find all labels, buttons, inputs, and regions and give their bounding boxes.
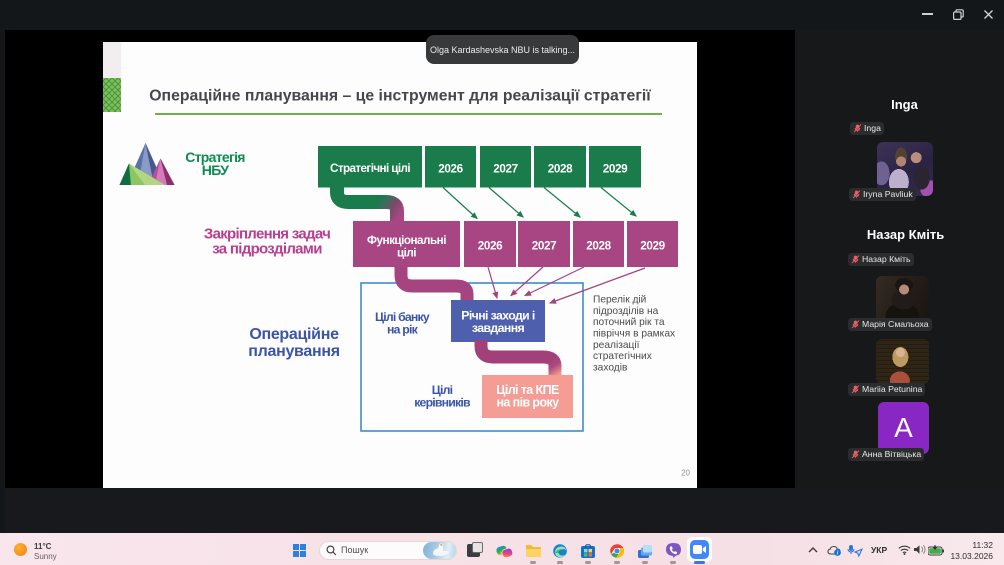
svg-text:керівників: керівників <box>414 396 471 410</box>
svg-text:Операційне: Операційне <box>249 326 339 343</box>
svg-text:НБУ: НБУ <box>202 162 229 178</box>
svg-text:підрозділів на: підрозділів на <box>593 306 659 317</box>
svg-text:Річні заходи і: Річні заходи і <box>461 309 535 323</box>
svg-text:Закріплення задач: Закріплення задач <box>204 226 330 243</box>
svg-text:2026: 2026 <box>478 240 503 253</box>
svg-text:на пів року: на пів року <box>496 396 559 410</box>
svg-text:Цілі: Цілі <box>432 383 453 397</box>
svg-text:2027: 2027 <box>493 162 518 175</box>
svg-text:2029: 2029 <box>603 162 628 175</box>
svg-text:20: 20 <box>681 469 690 478</box>
svg-text:Цілі та КПЕ: Цілі та КПЕ <box>496 383 559 397</box>
svg-text:поточний рік та: поточний рік та <box>593 317 665 328</box>
svg-text:2026: 2026 <box>438 162 463 175</box>
svg-text:за підрозділами: за підрозділами <box>212 241 322 258</box>
svg-text:планування: планування <box>248 343 339 360</box>
svg-text:півріччя в рамках: півріччя в рамках <box>593 329 675 340</box>
svg-text:реалізації: реалізації <box>593 340 640 351</box>
svg-text:Стратегія: Стратегія <box>185 149 245 165</box>
svg-text:Операційне планування – це інс: Операційне планування – це інструмент дл… <box>149 88 651 105</box>
svg-text:2027: 2027 <box>532 240 557 253</box>
svg-text:Перелік дій: Перелік дій <box>593 295 646 306</box>
svg-text:2028: 2028 <box>548 162 573 175</box>
svg-text:2029: 2029 <box>640 240 665 253</box>
svg-text:Цілі банку: Цілі банку <box>375 310 430 324</box>
svg-text:i: i <box>837 551 839 556</box>
svg-text:Функціональні: Функціональні <box>367 234 446 247</box>
svg-text:цілі: цілі <box>397 247 416 260</box>
svg-text:2028: 2028 <box>586 240 611 253</box>
svg-text:завдання: завдання <box>472 321 525 335</box>
svg-text:заходів: заходів <box>593 362 627 373</box>
svg-text:стратегічних: стратегічних <box>593 351 652 362</box>
svg-text:на рік: на рік <box>387 323 419 337</box>
svg-text:Стратегічні цілі: Стратегічні цілі <box>330 162 410 175</box>
